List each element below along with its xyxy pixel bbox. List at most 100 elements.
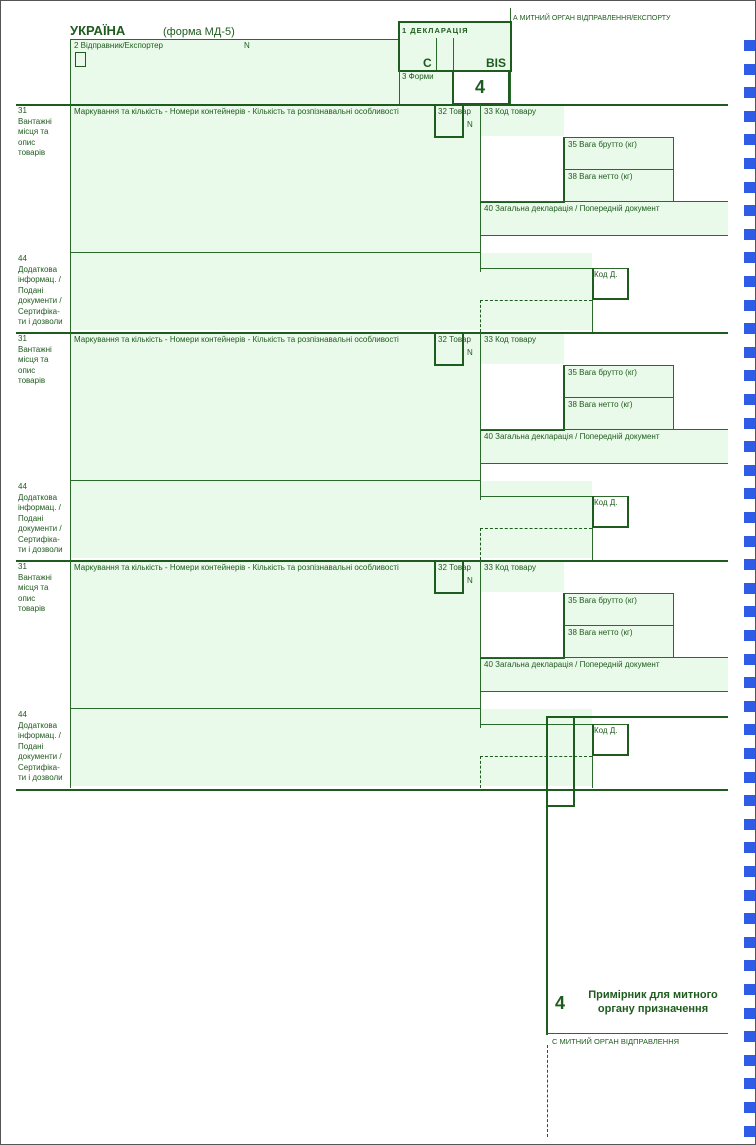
perforation-hole [744,960,755,971]
copy-number: 4 [475,77,486,97]
block-3-box32-label: 32 Товар [438,563,471,572]
perforation-hole [744,795,755,806]
country-title: УКРАЇНА [70,23,126,38]
perforation-hole [744,205,755,216]
perforation-hole [744,64,755,75]
block-1-box40-top [480,201,728,202]
block-1-code-d-box [592,268,629,300]
perforation-hole [744,158,755,169]
block-1-box33-code [480,137,565,203]
block-3-box32 [434,560,464,594]
block-3-box33-fill [480,562,564,592]
perforation-hole [744,300,755,311]
block-3-desc-fill [71,562,480,708]
block-1-code-d-dash-v [480,300,481,332]
footer-top-rule [546,716,728,718]
perforation-hole [744,724,755,735]
block-3-top-rule [16,560,728,562]
perforation-hole [744,87,755,98]
footer-copy-title: Примірник для митного органу призначення [588,989,718,1015]
block-1-box32-label: 32 Товар [438,107,471,116]
perforation-hole [744,583,755,594]
footer-sep [546,1033,728,1034]
block-1-left-rule [70,104,71,332]
box1-fill [400,22,510,70]
block-3-box33-code [480,593,565,659]
box2-n: N [244,41,250,50]
box1-sep1 [436,38,437,70]
block-2-code-d-top [480,496,628,497]
block-1-marking-label: Маркування та кількість - Номери контейн… [74,107,399,116]
footer-dashed-edge [547,1045,548,1137]
block-2-marking-label: Маркування та кількість - Номери контейн… [74,335,399,344]
perforation-hole [744,512,755,523]
footer-copy-number: 4 [555,993,566,1013]
block-2-box31-label: 31 Вантажні місця та опис товарів [18,334,52,385]
block-3-code-d-box [592,724,629,756]
perforation-hole [744,111,755,122]
blocks-bottom-rule [16,789,728,791]
perforation-hole [744,984,755,995]
perforation-hole [744,488,755,499]
box2-label: 2 Відправник/Експортер [74,41,163,50]
box-c-label: С МИТНИЙ ОРГАН ВІДПРАВЛЕННЯ [552,1037,680,1046]
block-3-box33-left [480,560,481,728]
block-1-box33-left [480,104,481,272]
perforation-hole [744,252,755,263]
block-2-box33-code [480,365,565,431]
block-3-box32-n: N [467,576,473,585]
block-1-box44-label: 44 Додаткова інформац. / Подані документ… [18,254,63,326]
perforation-hole [744,630,755,641]
perforation-hole [744,465,755,476]
block-3-code-d-dash-v [480,756,481,788]
block-2-box32-label: 32 Товар [438,335,471,344]
perforation-hole [744,913,755,924]
block-2-box32 [434,332,464,366]
block-2-box33-left [480,332,481,500]
box3-fill [400,70,452,104]
perforation-hole [744,1008,755,1019]
box2-checkbox[interactable] [75,52,86,67]
block-1-code-d-top [480,268,628,269]
block-2-box38-top [564,397,674,398]
perforation-hole [744,1126,755,1137]
block-1-code-d-stem [592,300,593,332]
perforation-hole [744,418,755,429]
block-2-code-d-dash-v [480,528,481,560]
block-1-box33-fill [480,106,564,136]
block-1-box44-fill [71,253,592,330]
block-3-box33-label: 33 Код товару [484,563,536,572]
block-1-box32 [434,104,464,138]
perforation-hole [744,772,755,783]
perforation-hole [744,890,755,901]
box1-sep2 [453,38,454,70]
block-2-box40-label: 40 Загальна декларація / Попередній доку… [484,432,660,441]
box-a-label: А МИТНИЙ ОРГАН ВІДПРАВЛЕННЯ/ЕКСПОРТУ [513,15,671,22]
block-1-code-d-dash-h [480,300,592,301]
block-1-box40-label: 40 Загальна декларація / Попередній доку… [484,204,660,213]
block-1-box40-fill [480,201,728,235]
block-3-code-d-label: Код Д. [594,726,618,735]
block-1-box44-top [70,252,480,253]
block-1-box33-label: 33 Код товару [484,107,536,116]
block-2-box33-fill [480,334,564,364]
box2-fill [71,39,399,104]
perforation-hole [744,1078,755,1089]
perforation-hole [744,134,755,145]
perforation-hole [744,1031,755,1042]
block-2-code-d-stem [592,528,593,560]
box1-label: 1 ДЕКЛАРАЦІЯ [402,26,469,35]
perforation-hole [744,347,755,358]
block-1-top-rule [16,104,728,106]
block-2-box35-label: 35 Вага брутто (кг) [568,368,637,377]
block-1-box40-bottom [480,235,728,236]
block-2-desc-fill [71,334,480,480]
block-2-box44-fill [71,481,592,558]
block-2-box38-label: 38 Вага нетто (кг) [568,400,633,409]
block-1-box32-n: N [467,120,473,129]
perforation-hole [744,559,755,570]
perforation-hole [744,866,755,877]
block-1-box35-label: 35 Вага брутто (кг) [568,140,637,149]
block-3-box44-top [70,708,480,709]
block-2-code-d-label: Код Д. [594,498,618,507]
